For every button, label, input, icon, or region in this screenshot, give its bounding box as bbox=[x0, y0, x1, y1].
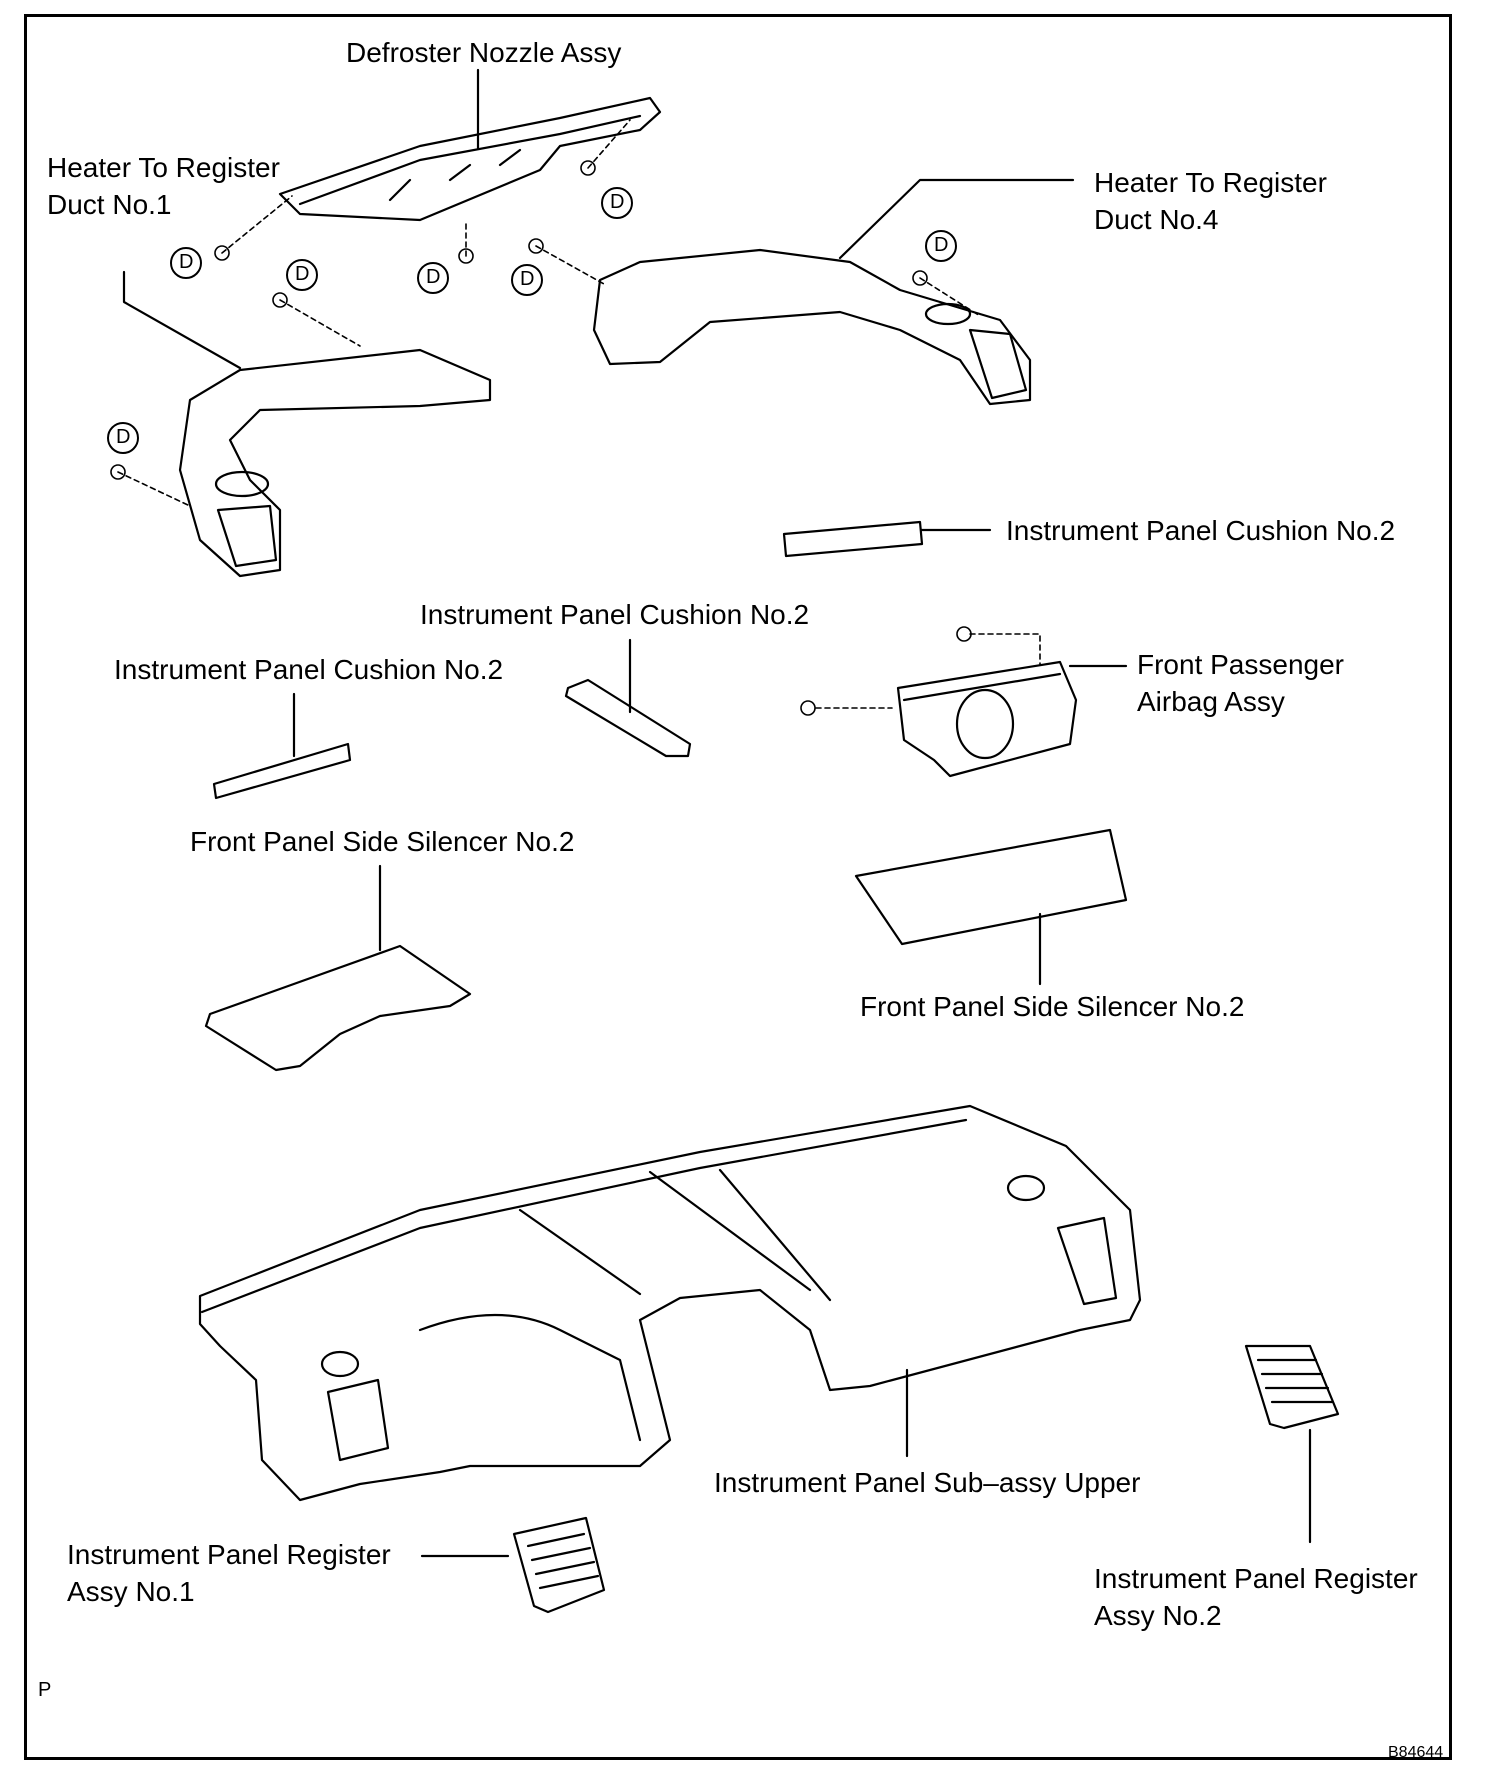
label-cushion-center: Instrument Panel Cushion No.2 bbox=[420, 599, 810, 630]
register-drawings bbox=[420, 1344, 1340, 1614]
label-register-no2: Instrument Panel Register Assy No.2 bbox=[1094, 1563, 1418, 1631]
label-register-no1: Instrument Panel Register Assy No.1 bbox=[67, 1539, 391, 1607]
defroster-nozzle-drawing bbox=[278, 68, 662, 222]
screw-markers bbox=[110, 119, 1041, 716]
fastener-d-2: D bbox=[295, 263, 310, 285]
label-cushion-right: Instrument Panel Cushion No.2 bbox=[1006, 515, 1396, 546]
fastener-d-6: D bbox=[934, 234, 949, 256]
fastener-d-4: D bbox=[520, 268, 535, 290]
cushion-drawings bbox=[212, 520, 992, 800]
figure-code: B84644 bbox=[1388, 1744, 1444, 1761]
fastener-d-7: D bbox=[116, 426, 131, 448]
fastener-d-3: D bbox=[426, 266, 441, 288]
duct-no4-drawing bbox=[592, 178, 1075, 406]
airbag-drawing bbox=[896, 660, 1128, 778]
fastener-callout-circles bbox=[107, 187, 957, 454]
label-silencer-right: Front Panel Side Silencer No.2 bbox=[860, 991, 1245, 1022]
fastener-d-5: D bbox=[610, 191, 625, 213]
label-panel-upper: Instrument Panel Sub–assy Upper bbox=[714, 1467, 1141, 1498]
fastener-d-1: D bbox=[179, 251, 194, 273]
label-defroster-nozzle: Defroster Nozzle Assy bbox=[346, 37, 622, 68]
label-cushion-left: Instrument Panel Cushion No.2 bbox=[114, 654, 504, 685]
silencer-drawings bbox=[204, 828, 1128, 1072]
diagram-frame bbox=[24, 14, 1452, 1760]
label-duct-no1: Heater To Register Duct No.1 bbox=[47, 152, 280, 220]
instrument-panel-drawing bbox=[198, 1104, 1142, 1502]
duct-no1-drawing bbox=[122, 270, 492, 578]
label-silencer-left: Front Panel Side Silencer No.2 bbox=[190, 826, 575, 857]
corner-letter: P bbox=[38, 1679, 52, 1701]
label-airbag: Front Passenger Airbag Assy bbox=[1137, 649, 1344, 717]
label-duct-no4: Heater To Register Duct No.4 bbox=[1094, 167, 1327, 235]
